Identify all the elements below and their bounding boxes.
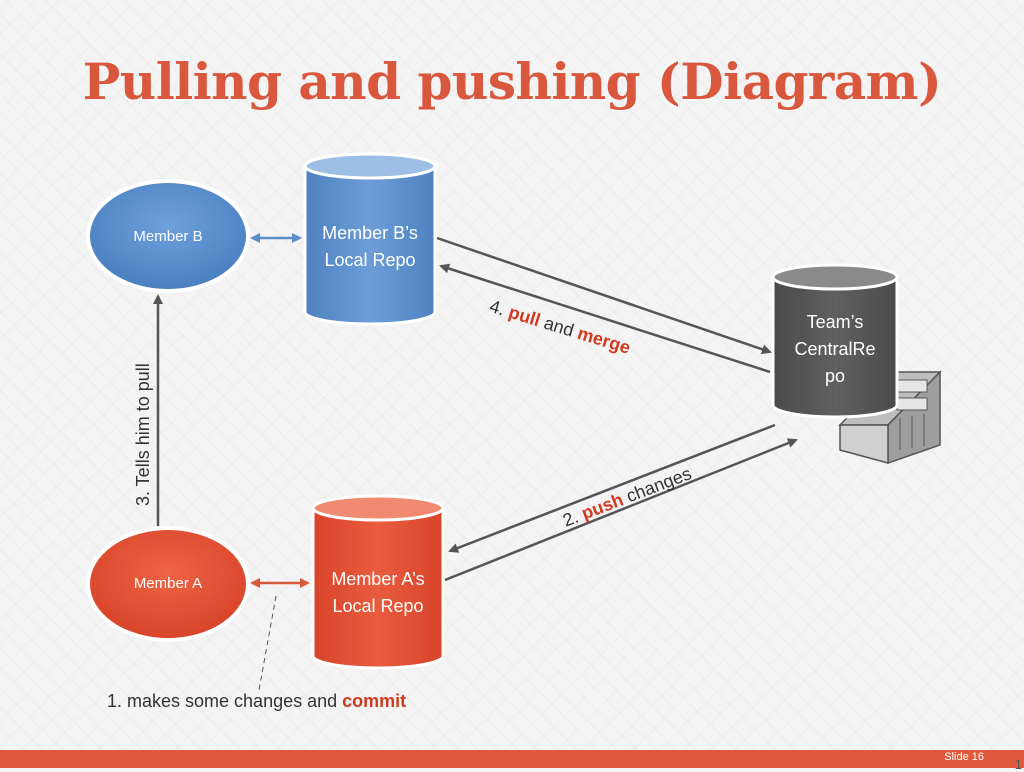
repo-b-label-line1: Member B’s bbox=[322, 223, 418, 243]
central-repo-label-line3: po bbox=[824, 366, 846, 386]
step3-label: 3. Tells him to pull bbox=[133, 363, 153, 506]
central-repo-cylinder bbox=[771, 263, 899, 419]
member-a-label: Member A bbox=[133, 575, 203, 592]
slide-number: Slide 16 bbox=[944, 751, 984, 763]
repo-b-to-central-arrow bbox=[436, 236, 772, 355]
member-a-repo-cylinder bbox=[311, 494, 445, 670]
footer-bar bbox=[0, 750, 1024, 768]
repo-a-label-line1: Member A’s bbox=[331, 569, 425, 589]
commit-callout-line bbox=[258, 595, 277, 691]
step1-label: 1. makes some changes and commit bbox=[107, 691, 406, 712]
central-to-repo-a-arrow bbox=[448, 423, 776, 553]
repo-b-label-line2: Local Repo bbox=[324, 250, 416, 270]
push-arrow bbox=[444, 438, 798, 582]
member-a-node bbox=[86, 526, 250, 642]
step1-text: 1. makes some changes and bbox=[107, 691, 343, 711]
central-repo-label-line1: Team’s bbox=[806, 312, 864, 332]
repo-a-label-line2: Local Repo bbox=[332, 596, 424, 616]
repo-a-label: Member A’s Local Repo bbox=[308, 566, 448, 620]
footer-extra: 1 bbox=[1014, 757, 1022, 772]
member-b-node bbox=[86, 179, 250, 293]
pull-arrow bbox=[439, 263, 771, 374]
central-repo-label: Team’s CentralRe po bbox=[770, 309, 900, 390]
repo-b-label: Member B’s Local Repo bbox=[300, 220, 440, 274]
central-repo-label-line2: CentralRe bbox=[794, 339, 876, 359]
member-b-label: Member B bbox=[133, 228, 203, 245]
slide-title: Pulling and pushing (Diagram) bbox=[82, 52, 942, 111]
step1-keyword: commit bbox=[342, 691, 407, 711]
member-b-repo-cylinder bbox=[303, 152, 437, 326]
